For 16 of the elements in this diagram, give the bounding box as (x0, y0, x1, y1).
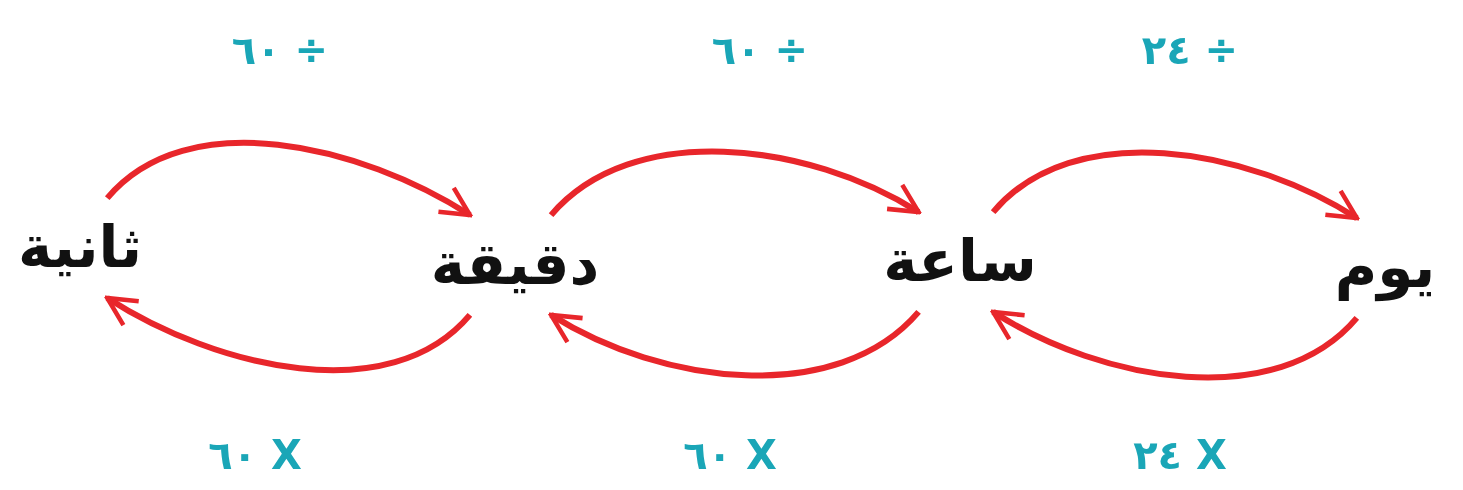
edge-label: ÷ ٦٠ (231, 28, 329, 72)
edge-label: X ٦٠ (208, 433, 302, 477)
curved-arrow (105, 139, 473, 218)
unit-word: ثانية (17, 216, 143, 280)
unit-word: دقيقة (430, 233, 600, 297)
unit-word: ساعة (883, 230, 1037, 294)
edge-label: ÷ ٦٠ (711, 28, 809, 72)
edge-label: X ٢٤ (1133, 433, 1227, 477)
curved-arrow (991, 149, 1360, 221)
curved-arrow (548, 309, 921, 379)
curved-arrow (990, 309, 1359, 381)
curved-arrow (549, 148, 921, 218)
curved-arrow (104, 295, 472, 374)
edge-label: X ٦٠ (683, 433, 777, 477)
unit-word: يوم (1334, 236, 1436, 300)
edge-label: ÷ ٢٤ (1141, 28, 1239, 72)
